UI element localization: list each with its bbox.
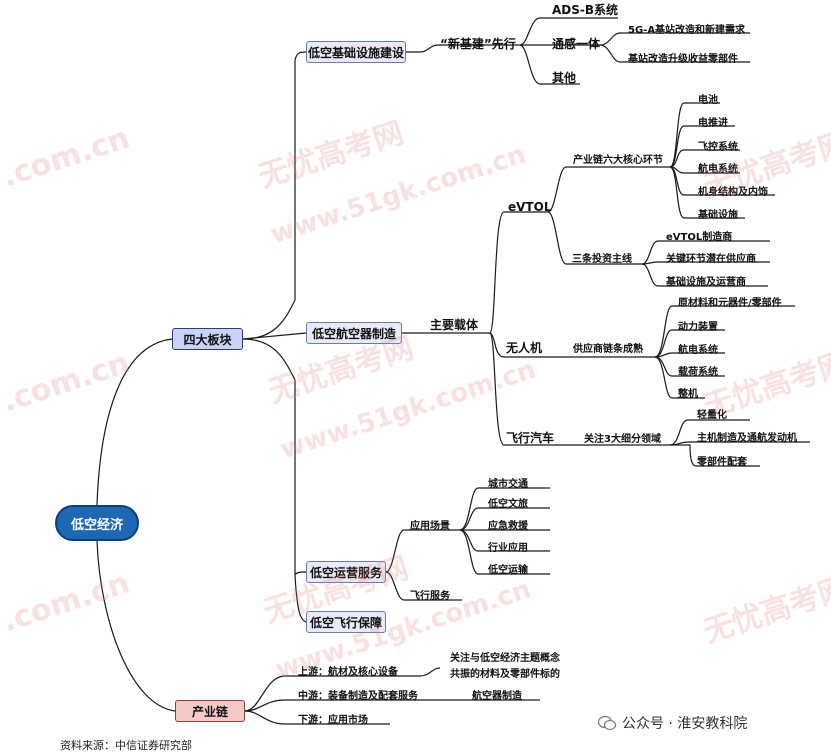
drone-label: 无人机 <box>506 341 543 355</box>
ops-scene-label: 应用场景 <box>410 521 450 532</box>
evtol-invest-label: 三条投资主线 <box>572 254 632 265</box>
evtol-core-item: 电推进 <box>698 118 728 129</box>
infra-node[interactable]: 低空基础设施建设 <box>306 41 406 63</box>
car-focus-label: 关注3大细分领域 <box>584 434 661 445</box>
chain-down-label: 下游：应用市场 <box>298 715 368 726</box>
evtol-invest-item: eVTOL制造商 <box>666 232 733 243</box>
root-node[interactable]: 低空经济 <box>55 505 139 541</box>
chain-mid-label: 中游：装备制造及配套服务 <box>298 691 418 702</box>
wechat-icon <box>597 715 617 731</box>
evtol-label: eVTOL <box>508 200 552 214</box>
adsb-label: ADS-B系统 <box>552 3 619 17</box>
evtol-core-item: 飞控系统 <box>698 142 738 153</box>
ops-node[interactable]: 低空运营服务 <box>306 561 386 583</box>
chain-up-note: 关注与低空经济主题概念 <box>450 653 560 664</box>
drone-supply-label: 供应商链条成熟 <box>573 344 643 355</box>
scene-item: 行业应用 <box>488 543 528 554</box>
source-caption: 资料来源：中信证券研究部 <box>60 739 192 752</box>
chain-node[interactable]: 产业链 <box>175 700 245 722</box>
evtol-invest-item: 基础设施及运营商 <box>666 277 746 288</box>
car-item: 轻量化 <box>697 410 727 421</box>
drone-item: 整机 <box>678 389 698 400</box>
drone-item: 原材料和元器件/零部件 <box>678 298 782 309</box>
drone-item: 动力装置 <box>678 322 718 333</box>
craft-node[interactable]: 低空航空器制造 <box>306 322 402 344</box>
drone-item: 载荷系统 <box>678 367 718 378</box>
brand-caption: 公众号 · 淮安教科院 <box>597 713 748 733</box>
chain-up-note: 共振的材料及零部件标的 <box>450 669 560 680</box>
evtol-invest-item: 关键环节潜在供应商 <box>666 254 756 265</box>
evtol-core-item: 航电系统 <box>698 164 738 175</box>
scene-item: 低空文旅 <box>488 499 528 510</box>
infra-sub-label: “新基建”先行 <box>440 37 516 51</box>
evtol-core-item: 机身结构及内饰 <box>698 187 768 198</box>
comm-item-2: 基站改造升级收益零部件 <box>628 54 738 65</box>
evtol-core-item: 电池 <box>698 95 718 106</box>
guard-node[interactable]: 低空飞行保障 <box>306 611 386 633</box>
comm-item-1: 5G-A基站改造和新建需求 <box>628 25 746 36</box>
scene-item: 应急救援 <box>488 521 528 532</box>
chain-up-label: 上游：航材及核心设备 <box>298 667 398 678</box>
ops-flight-label: 飞行服务 <box>410 591 450 602</box>
craft-sub-label: 主要载体 <box>430 318 479 332</box>
scene-item: 低空运输 <box>488 565 528 576</box>
drone-item: 航电系统 <box>678 345 718 356</box>
chain-mid-note: 航空器制造 <box>472 691 522 702</box>
brand-text: 公众号 · 淮安教科院 <box>622 716 748 732</box>
car-item: 主机制造及通航发动机 <box>697 433 797 444</box>
scene-item: 城市交通 <box>488 479 528 490</box>
car-item: 零部件配套 <box>697 457 747 468</box>
infra-other-label: 其他 <box>552 71 577 85</box>
car-label: 飞行汽车 <box>506 431 555 445</box>
evtol-core-label: 产业链六大核心环节 <box>573 155 663 166</box>
sector-node[interactable]: 四大板块 <box>172 328 243 350</box>
evtol-core-item: 基础设施 <box>698 210 738 221</box>
comm-label: 通感一体 <box>552 37 601 51</box>
